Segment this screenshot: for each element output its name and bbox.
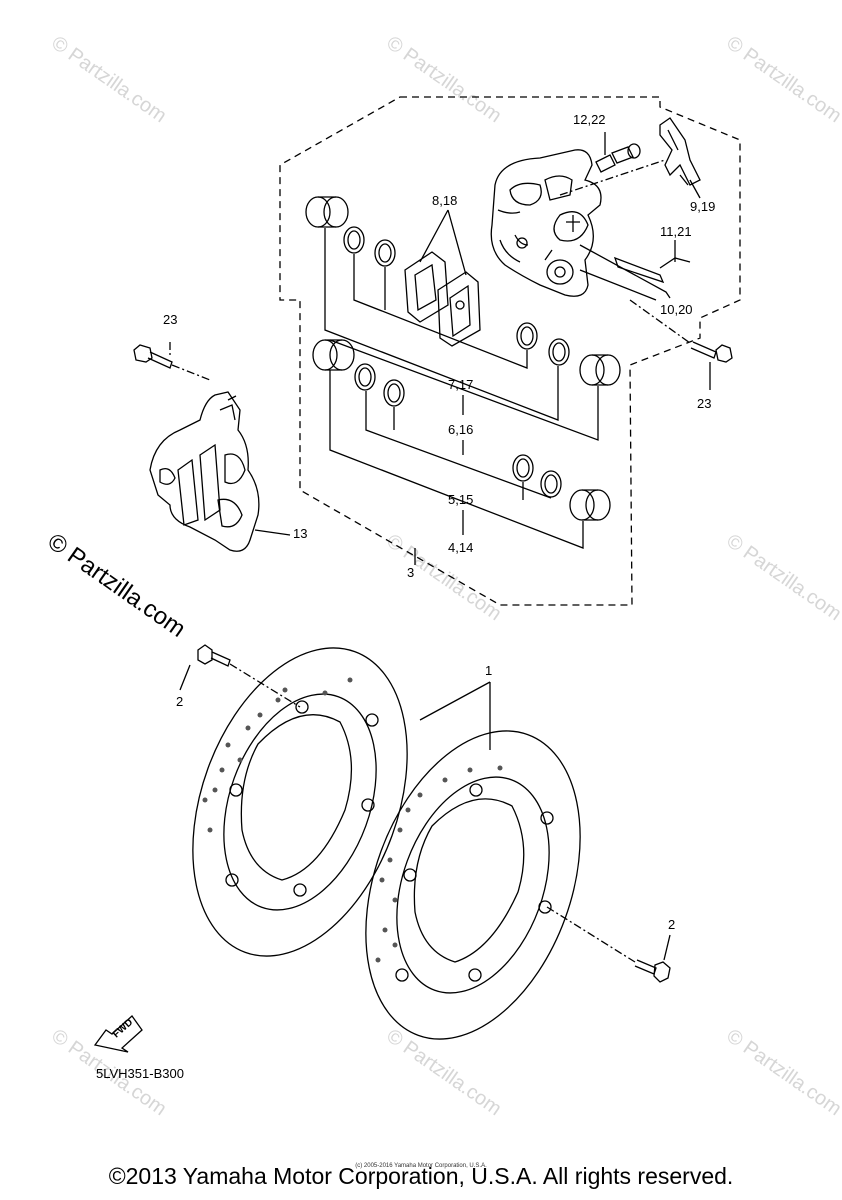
copyright-footer: ©2013 Yamaha Motor Corporation, U.S.A. A… (108, 1163, 734, 1189)
callout-2-lower: 2 (668, 917, 676, 932)
callout-4-14: 4,14 (448, 540, 474, 555)
caliper-bolt-right (690, 341, 733, 363)
fwd-arrow-icon (93, 1015, 143, 1053)
piston-upper-right (579, 354, 621, 386)
disc-bolt-upper (197, 644, 231, 667)
seal (548, 338, 570, 366)
callout-5-15: 5,15 (448, 492, 474, 507)
seal (358, 367, 372, 387)
callout-3: 3 (407, 565, 415, 580)
small-copyright: (c) 2005-2016 Yamaha Motor Corporation, … (355, 1163, 487, 1169)
seal (516, 458, 530, 478)
callout-1: 1 (485, 663, 493, 678)
brake-disc-rear (192, 647, 408, 957)
seal (520, 326, 534, 346)
callout-10-20: 10,20 (660, 302, 693, 317)
seal (378, 243, 392, 263)
seal (343, 226, 365, 254)
pad-spring (659, 117, 701, 186)
part-code: 5LVH351-B300 (96, 1066, 184, 1081)
seal (552, 342, 566, 362)
callout-23-right: 23 (697, 396, 712, 411)
callout-13: 13 (293, 526, 308, 541)
caliper-body-main (490, 149, 602, 297)
disc-bolt-lower (634, 959, 671, 983)
callout-8-18: 8,18 (432, 193, 458, 208)
seal (512, 454, 534, 482)
brake-disc-front (365, 730, 581, 1040)
seal (347, 230, 361, 250)
piston-upper-left (305, 196, 349, 228)
callout-23-left: 23 (163, 312, 178, 327)
seal (544, 474, 558, 494)
caliper-assembly-left (149, 391, 260, 552)
bleed-screw (595, 143, 641, 173)
callout-11-21: 11,21 (660, 224, 692, 239)
callout-2-upper: 2 (176, 694, 184, 709)
seal (516, 322, 538, 350)
disc-bolt-holes (225, 700, 554, 982)
callout-12-22: 12,22 (573, 112, 606, 127)
disc-vent-dots (202, 677, 503, 963)
brake-pad-2 (437, 271, 481, 347)
callout-9-19: 9,19 (690, 199, 716, 214)
brake-pad-1 (404, 251, 449, 323)
seal (374, 239, 396, 267)
caliper-bolt-left (133, 344, 173, 369)
seal (540, 470, 562, 498)
seal (387, 383, 401, 403)
seal (354, 363, 376, 391)
piston-lower-left (312, 339, 355, 371)
piston-lower-right (569, 489, 611, 521)
callout-6-16: 6,16 (448, 422, 474, 437)
seal (383, 379, 405, 407)
callout-7-17: 7,17 (448, 377, 474, 392)
